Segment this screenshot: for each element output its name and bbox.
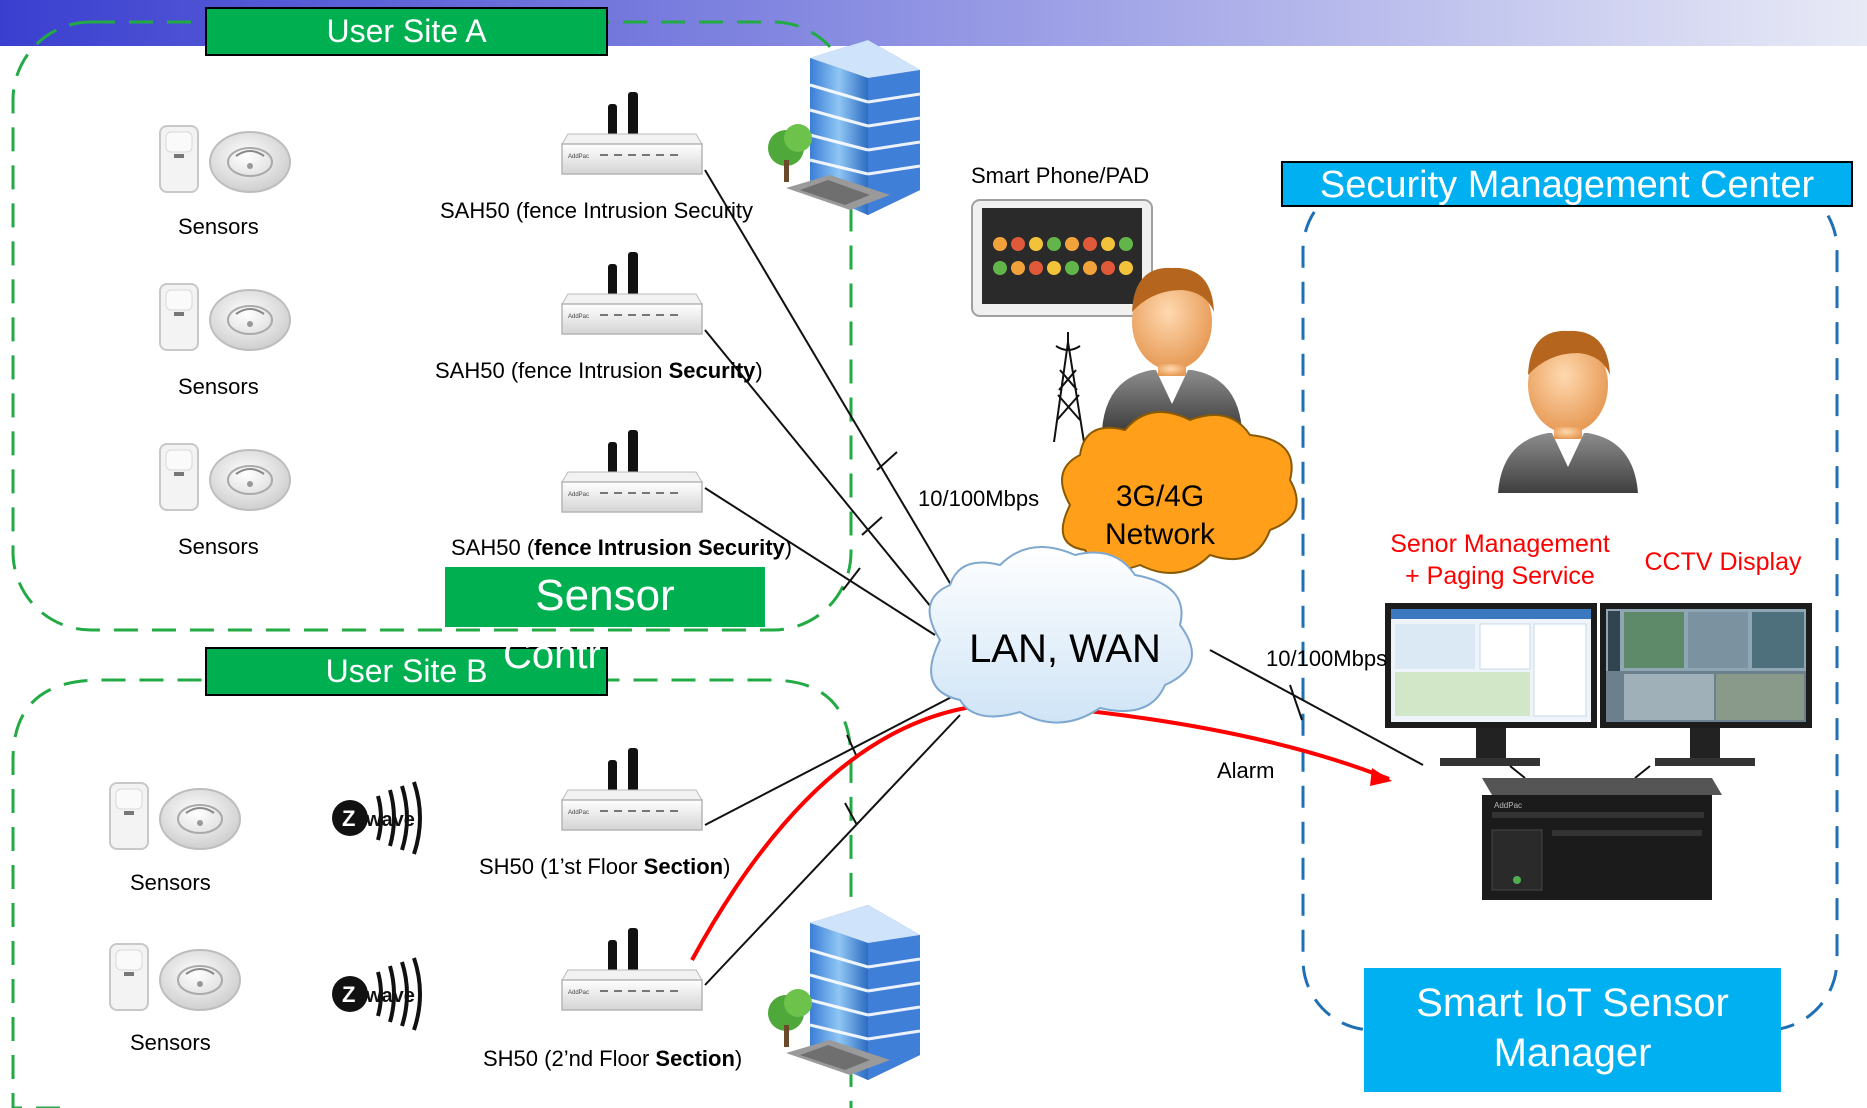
device-label-bold: Section xyxy=(655,1046,735,1071)
cell-tower-icon xyxy=(1053,332,1085,443)
router-device-icon xyxy=(561,429,703,513)
svg-text:AddPac: AddPac xyxy=(1494,801,1522,810)
device-label-suffix: Security xyxy=(673,198,754,223)
device-label-suffix: ) xyxy=(755,358,763,383)
device-label-sah50-2: SAH50 (fence Intrusion Security) xyxy=(435,358,763,384)
center-speed-label: 10/100Mbps xyxy=(1266,646,1388,671)
device-label-sah50-1: SAH50 (fence Intrusion Security xyxy=(440,198,753,224)
device-label-suffix: ) xyxy=(734,1046,743,1071)
sensor-management-label-line2: + Paging Service xyxy=(1405,562,1595,590)
site-b-boundary xyxy=(11,678,853,1108)
router-device-icon xyxy=(561,747,703,831)
router-device-icon xyxy=(561,251,703,335)
sensor-pair-icon xyxy=(159,125,291,193)
device-label-bold: fence Intrusion Security xyxy=(534,535,785,560)
sensors-caption: Sensors xyxy=(178,214,259,239)
sensor-manager-box: Smart IoT Sensor Manager xyxy=(1364,968,1781,1092)
device-label-bold: Security xyxy=(668,358,756,383)
alarm-arrowhead xyxy=(1370,768,1392,786)
device-label-text: SH50 (1’st Floor xyxy=(479,854,644,879)
zwave-logo-icon xyxy=(314,952,438,1036)
router-device-icon xyxy=(561,91,703,175)
lan-wan-cloud xyxy=(928,546,1193,724)
cctv-monitor xyxy=(1600,603,1812,766)
alarm-label: Alarm xyxy=(1217,758,1275,783)
sensor-manager-line2: Manager xyxy=(1493,1031,1652,1075)
device-label-text: SAH50 (fence Intrusion xyxy=(440,198,674,223)
operator-icon xyxy=(1498,330,1638,493)
device-label-sh50-1: SH50 (1’st Floor Section) xyxy=(479,854,730,880)
sensor-pair-icon xyxy=(159,283,291,351)
zwave-logo-icon xyxy=(314,776,438,860)
lan-wan-label: LAN, WAN xyxy=(969,627,1161,671)
sensors-caption: Sensors xyxy=(130,1030,211,1055)
server-icon: AddPac xyxy=(1482,778,1722,900)
sensor-pair-icon xyxy=(109,943,241,1011)
alarm-path xyxy=(690,701,1390,961)
sensor-pair-icon xyxy=(109,782,241,850)
site-b-title: User Site B xyxy=(205,647,608,696)
device-label-bold: Section xyxy=(643,854,724,879)
sensor-controller-box-line2-overlay: Contr xyxy=(503,633,601,677)
sensors-caption: Sensors xyxy=(178,534,259,559)
cellular-network-label-line2: Network xyxy=(1104,518,1216,551)
site-a-boundary xyxy=(11,20,853,632)
device-label-sh50-2: SH50 (2’nd Floor Section) xyxy=(483,1046,742,1072)
tablet-icon xyxy=(971,199,1153,317)
cellular-network-label-line1: 3G/4G xyxy=(1115,480,1205,513)
router-device-icon xyxy=(561,927,703,1011)
sensors-caption: Sensors xyxy=(130,870,211,895)
building-icon xyxy=(766,903,922,1082)
center-title: Security Management Center xyxy=(1281,161,1853,207)
connection-lines xyxy=(704,169,1424,986)
device-label-text: SAH50 (fence Intrusion xyxy=(435,358,669,383)
device-label-suffix: ) xyxy=(723,854,731,879)
sensor-management-monitor xyxy=(1385,603,1597,766)
sensors-caption: Sensors xyxy=(178,374,259,399)
device-label-text: SAH50 ( xyxy=(451,535,535,560)
device-label-suffix: ) xyxy=(784,535,793,560)
cctv-display-label: CCTV Display xyxy=(1644,548,1802,576)
device-label-text: SH50 (2’nd Floor xyxy=(483,1046,656,1071)
sensor-controller-box: Sensor xyxy=(445,567,765,627)
cellular-speed-label: 10/100Mbps xyxy=(918,486,1040,511)
device-label-sah50-3: SAH50 (fence Intrusion Security) xyxy=(451,535,792,561)
sensor-pair-icon xyxy=(159,443,291,511)
mobile-label: Smart Phone/PAD xyxy=(971,163,1150,188)
building-icon xyxy=(766,38,922,217)
sensor-management-label-line1: Senor Management xyxy=(1390,530,1610,558)
site-a-title: User Site A xyxy=(205,7,608,56)
sensor-manager-line1: Smart IoT Sensor xyxy=(1416,981,1729,1025)
